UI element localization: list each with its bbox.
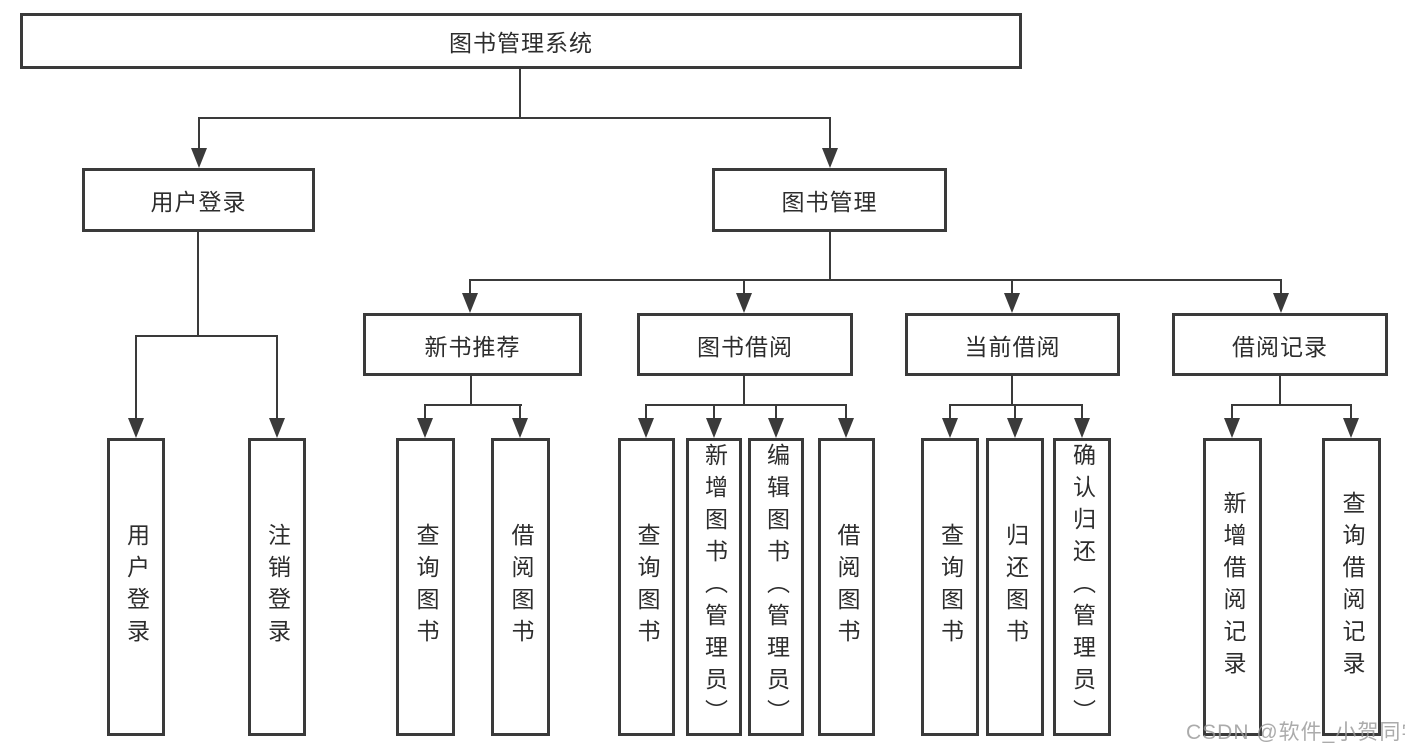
arrowhead-down-icon xyxy=(512,418,528,438)
arrowhead-down-icon xyxy=(638,418,654,438)
edge-bookmgmt-stem xyxy=(829,232,831,280)
arrowhead-down-icon xyxy=(706,418,722,438)
node-label: 编辑图书（管理员） xyxy=(763,443,790,731)
leaf-query-borrow-record: 查询借阅记录 xyxy=(1322,438,1381,736)
node-label: 查询图书 xyxy=(937,523,964,651)
node-label: 借阅图书 xyxy=(834,523,860,651)
edge-drop-leaf-login xyxy=(135,335,137,418)
node-label: 查询图书 xyxy=(413,523,439,651)
edge-drop-leaf xyxy=(1014,404,1016,418)
leaf-confirm-return-admin: 确认归还（管理员） xyxy=(1053,438,1111,736)
edge-bookborrow-bar xyxy=(645,404,847,406)
node-label: 查询图书 xyxy=(634,523,660,651)
arrowhead-down-icon xyxy=(1273,293,1289,313)
node-label: 查询借阅记录 xyxy=(1339,491,1365,683)
leaf-query-books-borrowing: 查询图书 xyxy=(618,438,675,736)
node-label: 新书推荐 xyxy=(424,333,521,360)
arrowhead-down-icon xyxy=(1074,418,1090,438)
edge-currentborrow-bar xyxy=(949,404,1083,406)
node-label: 确认归还（管理员） xyxy=(1069,443,1096,731)
node-label: 归还图书 xyxy=(1002,523,1029,651)
edge-root-bar xyxy=(198,117,831,119)
edge-drop-user-login xyxy=(198,117,200,148)
node-library-system: 图书管理系统 xyxy=(20,13,1022,69)
node-book-borrowing: 图书借阅 xyxy=(637,313,853,376)
arrowhead-down-icon xyxy=(1343,418,1359,438)
leaf-add-books-admin: 新增图书（管理员） xyxy=(686,438,742,736)
edge-currentborrow-stem xyxy=(1011,376,1013,405)
node-label: 新增借阅记录 xyxy=(1220,491,1246,683)
leaf-logout: 注销登录 xyxy=(248,438,306,736)
node-user-login: 用户登录 xyxy=(82,168,315,232)
arrowhead-down-icon xyxy=(1224,418,1240,438)
node-label: 图书管理系统 xyxy=(449,30,593,56)
node-book-management: 图书管理 xyxy=(712,168,947,232)
node-label: 用户登录 xyxy=(123,523,150,651)
node-new-book-recommend: 新书推荐 xyxy=(363,313,582,376)
leaf-query-books-current: 查询图书 xyxy=(921,438,979,736)
edge-drop-leaf xyxy=(519,404,521,418)
arrowhead-down-icon xyxy=(942,418,958,438)
node-label: 注销登录 xyxy=(264,523,291,651)
edge-borrowrecords-stem xyxy=(1279,376,1281,405)
edge-drop-leaf xyxy=(1350,404,1352,418)
edge-drop-leaf xyxy=(424,404,426,418)
node-label: 借阅图书 xyxy=(508,523,534,651)
arrowhead-down-icon xyxy=(736,293,752,313)
edge-drop-leaf xyxy=(1081,404,1083,418)
node-borrow-records: 借阅记录 xyxy=(1172,313,1388,376)
edge-newbooks-stem xyxy=(470,376,472,405)
arrowhead-down-icon xyxy=(128,418,144,438)
node-label: 图书借阅 xyxy=(697,333,793,360)
node-current-borrowing: 当前借阅 xyxy=(905,313,1120,376)
node-label: 图书管理 xyxy=(781,189,878,215)
leaf-user-login: 用户登录 xyxy=(107,438,165,736)
edge-drop-current-borrow xyxy=(1011,279,1013,293)
edge-drop-book-borrow xyxy=(743,279,745,293)
leaf-return-books: 归还图书 xyxy=(986,438,1044,736)
leaf-borrow-books-recommend: 借阅图书 xyxy=(491,438,550,736)
edge-drop-leaf xyxy=(1231,404,1233,418)
edge-root-stem xyxy=(519,69,521,118)
edge-bookborrow-stem xyxy=(743,376,745,405)
arrowhead-down-icon xyxy=(462,293,478,313)
node-label: 用户登录 xyxy=(150,189,247,215)
edge-drop-leaf xyxy=(775,404,777,418)
edge-newbooks-bar xyxy=(424,404,522,406)
csdn-watermark: CSDN @软件_小贺同学 xyxy=(1186,721,1405,744)
edge-drop-leaf xyxy=(949,404,951,418)
leaf-borrow-books: 借阅图书 xyxy=(818,438,875,736)
edge-userlogin-stem xyxy=(197,232,199,336)
edge-drop-borrow-records xyxy=(1280,279,1282,293)
arrowhead-down-icon xyxy=(1007,418,1023,438)
leaf-query-books-recommend: 查询图书 xyxy=(396,438,455,736)
edge-borrowrecords-bar xyxy=(1231,404,1352,406)
edge-drop-new-books xyxy=(469,279,471,293)
leaf-add-borrow-record: 新增借阅记录 xyxy=(1203,438,1262,736)
edge-userlogin-bar xyxy=(135,335,278,337)
arrowhead-down-icon xyxy=(269,418,285,438)
node-label: 当前借阅 xyxy=(964,333,1061,360)
arrowhead-down-icon xyxy=(191,148,207,168)
arrowhead-down-icon xyxy=(822,148,838,168)
edge-drop-leaf xyxy=(645,404,647,418)
arrowhead-down-icon xyxy=(838,418,854,438)
edge-drop-leaf-logout xyxy=(276,335,278,418)
edge-bookmgmt-bar xyxy=(469,279,1282,281)
edge-drop-book-mgmt xyxy=(829,117,831,148)
arrowhead-down-icon xyxy=(1004,293,1020,313)
arrowhead-down-icon xyxy=(417,418,433,438)
edge-drop-leaf xyxy=(713,404,715,418)
leaf-edit-books-admin: 编辑图书（管理员） xyxy=(748,438,804,736)
edge-drop-leaf xyxy=(845,404,847,418)
arrowhead-down-icon xyxy=(768,418,784,438)
node-label: 新增图书（管理员） xyxy=(701,443,728,731)
node-label: 借阅记录 xyxy=(1232,333,1328,360)
